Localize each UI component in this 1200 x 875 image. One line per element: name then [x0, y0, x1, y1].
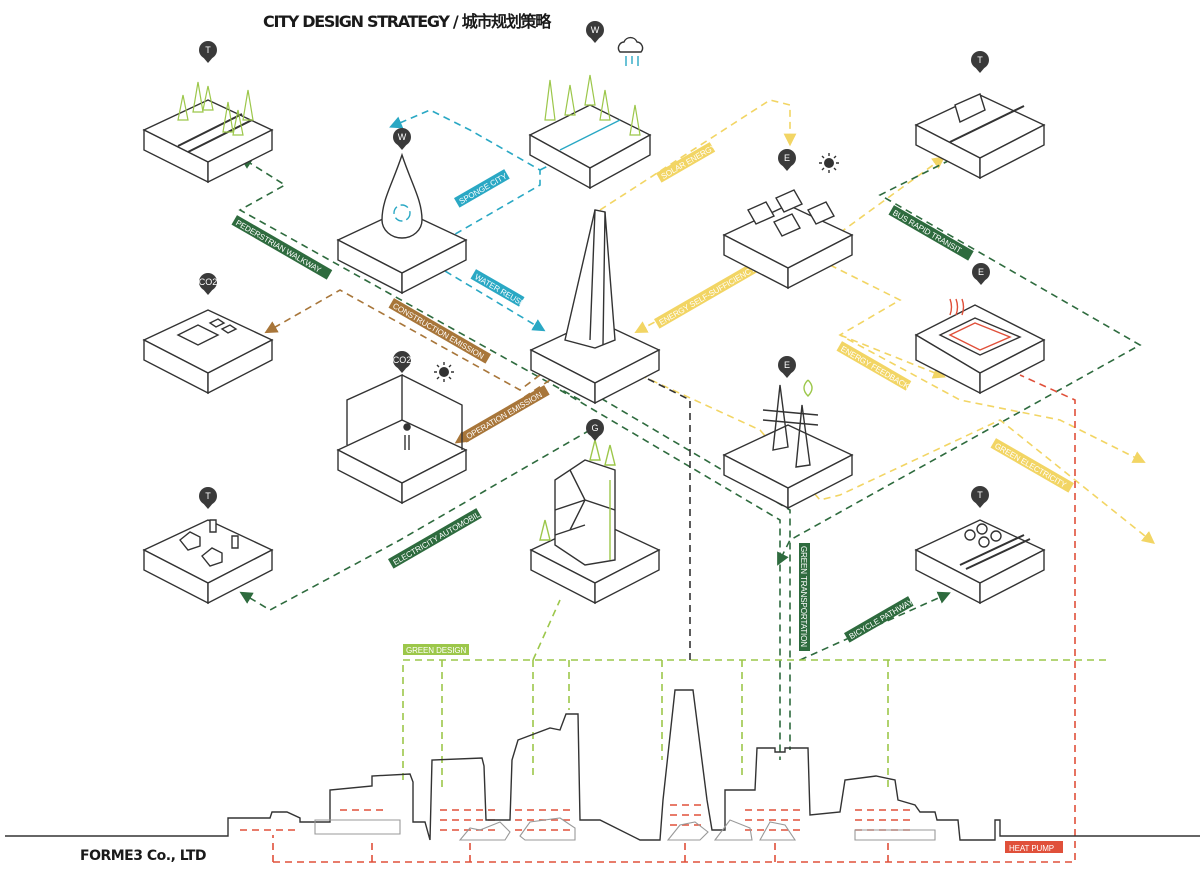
- block-transmission-tower: [722, 379, 854, 510]
- block-construction-material: [142, 309, 274, 395]
- rain-cloud-icon: [617, 36, 644, 66]
- pin-heating: E: [972, 263, 990, 285]
- label-bus-rapid-transit: BUS RAPID TRANSIT: [888, 205, 974, 261]
- svg-text:CO2: CO2: [393, 355, 412, 365]
- svg-text:GREEN DESIGN: GREEN DESIGN: [406, 646, 466, 655]
- pin-green-building: G: [586, 419, 604, 441]
- svg-text:GREEN TRANSPORTATION: GREEN TRANSPORTATION: [799, 546, 808, 647]
- label-pedestrian-walkway: PEDERSTRIAN WALKWAY: [231, 215, 333, 280]
- svg-text:ENERGY SELF-SUFFICIENCY: ENERGY SELF-SUFFICIENCY: [658, 264, 758, 327]
- green-transportation-line: [559, 389, 781, 760]
- svg-text:E: E: [784, 153, 790, 163]
- block-office: [336, 373, 468, 505]
- pin-bus: T: [971, 51, 989, 73]
- block-bus-rapid-transit: [914, 93, 1046, 180]
- pin-co2-material: CO2: [199, 273, 218, 295]
- block-pedestrian-walkway: [142, 81, 274, 184]
- block-bicycle-pathway: [914, 519, 1046, 605]
- svg-text:E: E: [784, 360, 790, 370]
- svg-text:W: W: [591, 25, 600, 35]
- construction-emission-line: [264, 289, 541, 391]
- svg-text:T: T: [977, 490, 983, 500]
- svg-text:E: E: [978, 267, 984, 277]
- svg-text:T: T: [977, 55, 983, 65]
- label-green-electricity: GREEN ELECTRICITY: [990, 438, 1074, 493]
- block-central-tower: [529, 209, 661, 405]
- pin-co2-office: CO2: [393, 351, 412, 373]
- solar-energy-line: [599, 99, 797, 211]
- label-bicycle-pathway: BICYCLE PATHWAY: [844, 596, 916, 643]
- water-reuse-line: [434, 264, 546, 332]
- svg-text:T: T: [205, 45, 211, 55]
- label-heat-pump: HEAT PUMP: [1005, 841, 1063, 853]
- block-solar-energy: [722, 189, 854, 290]
- label-solar-energy: SOLAR ENERGY: [656, 142, 719, 183]
- label-green-design: GREEN DESIGN: [403, 644, 469, 655]
- block-heating: [914, 298, 1046, 395]
- svg-text:BICYCLE PATHWAY: BICYCLE PATHWAY: [848, 597, 916, 641]
- label-energy-self-sufficiency: ENERGY SELF-SUFFICIENCY: [654, 263, 758, 329]
- diagram-title: CITY DESIGN STRATEGY / 城市规划策略: [263, 12, 551, 31]
- label-sponge-city: SPONGE CITY: [454, 169, 510, 208]
- svg-text:OPERATION EMISSION: OPERATION EMISSION: [465, 390, 544, 441]
- pin-pedestrian: T: [199, 41, 217, 63]
- bus-rapid-transit-line: [777, 159, 1142, 566]
- label-operation-emission: OPERATION EMISSION: [461, 385, 550, 443]
- bicycle-pathway-line: [799, 591, 951, 661]
- green-electricity-line: [639, 374, 1155, 544]
- sun-icon-office: [434, 362, 454, 382]
- svg-text:PEDERSTRIAN WALKWAY: PEDERSTRIAN WALKWAY: [234, 218, 323, 275]
- svg-text:BUS RAPID TRANSIT: BUS RAPID TRANSIT: [891, 208, 963, 255]
- category-pins: T W T W E CO2 E CO2 E G T T: [199, 21, 990, 509]
- block-water-park: [528, 74, 652, 190]
- company-name: FORME3 Co., LTD: [80, 848, 207, 864]
- svg-text:W: W: [398, 132, 407, 142]
- svg-text:SOLAR ENERGY: SOLAR ENERGY: [660, 142, 719, 181]
- svg-text:CO2: CO2: [199, 277, 218, 287]
- svg-text:G: G: [591, 423, 598, 433]
- block-green-building: [529, 439, 661, 605]
- green-design-network: [402, 599, 1110, 790]
- label-green-transportation: GREEN TRANSPORTATION: [799, 543, 810, 651]
- svg-text:SPONGE CITY: SPONGE CITY: [458, 171, 510, 206]
- pin-water-park: W: [586, 21, 604, 43]
- city-skyline: [5, 689, 1200, 841]
- block-electric-vehicle: [142, 519, 274, 605]
- pin-tower-energy: E: [778, 356, 796, 378]
- pin-droplet: W: [393, 128, 411, 150]
- pedestrian-walkway-line: [238, 156, 581, 401]
- svg-text:ELECTRICITY AUTOMOBILE: ELECTRICITY AUTOMOBILE: [392, 507, 486, 567]
- pin-solar: E: [778, 149, 796, 171]
- label-electricity-automobile: ELECTRICITY AUTOMOBILE: [388, 507, 486, 569]
- sponge-city-line: [389, 109, 541, 241]
- iso-blocks: [142, 36, 1046, 605]
- sun-icon: [819, 153, 839, 173]
- block-sponge-city: [336, 152, 468, 295]
- pin-ev: T: [199, 487, 217, 509]
- pin-bicycle: T: [971, 486, 989, 508]
- electricity-automobile-line: [239, 429, 591, 611]
- svg-text:HEAT PUMP: HEAT PUMP: [1009, 844, 1054, 853]
- svg-text:T: T: [205, 491, 211, 501]
